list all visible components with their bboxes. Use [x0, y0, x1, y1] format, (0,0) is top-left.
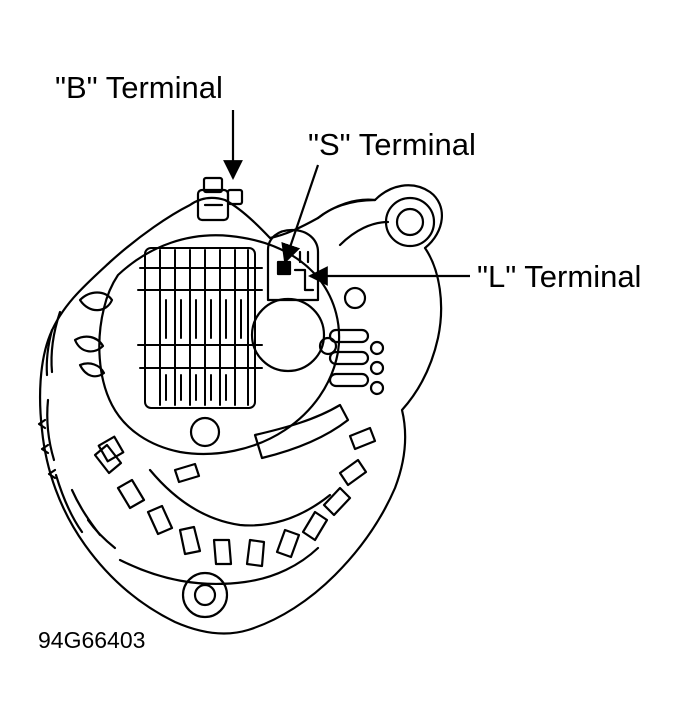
- s-terminal-arrow: [281, 165, 318, 264]
- b-terminal-label: "B" Terminal: [55, 70, 223, 105]
- figure-code: 94G66403: [38, 627, 146, 653]
- regulator-pin: [320, 338, 336, 354]
- left-details: [75, 293, 199, 483]
- right-slots: [330, 288, 383, 394]
- lower-bracket: [255, 405, 348, 458]
- bearing-web: [150, 470, 330, 525]
- mount-ear-bottom-hole: [195, 585, 215, 605]
- heat-sink-grid: [138, 248, 262, 408]
- bottom-sweep: [120, 548, 318, 584]
- mount-ear-top: [386, 198, 434, 246]
- mount-ear-bottom: [183, 573, 227, 617]
- fan-slots: [95, 428, 375, 566]
- alternator-drawing: [39, 178, 442, 633]
- regulator-boss: [252, 299, 324, 371]
- lower-boss: [191, 418, 219, 446]
- housing-outline: [40, 185, 442, 633]
- leader-arrows: [223, 110, 470, 286]
- l-terminal-label: "L" Terminal: [477, 259, 642, 294]
- rear-cover: [99, 235, 339, 454]
- side-ribs: [39, 312, 115, 548]
- mount-ear-arm: [318, 200, 388, 245]
- b-terminal-stud: [198, 178, 242, 220]
- mount-ear-top-hole: [397, 209, 423, 235]
- s-terminal-label: "S" Terminal: [308, 127, 476, 162]
